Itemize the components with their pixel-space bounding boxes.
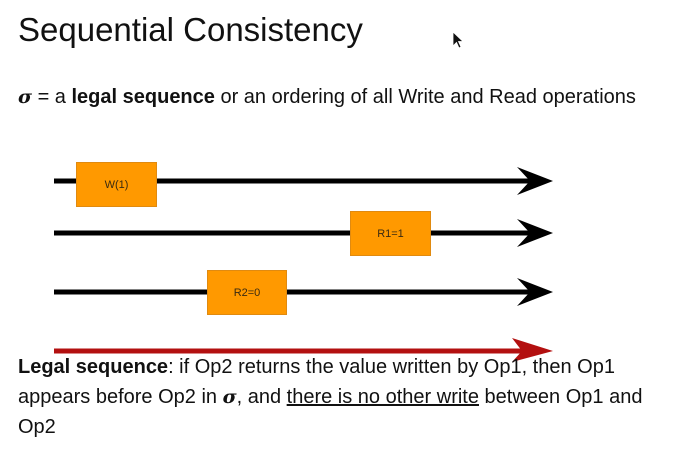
definition-underlined: there is no other write [286, 386, 479, 408]
op-box-read-1: R1=1 [350, 211, 431, 256]
timeline-2 [54, 219, 553, 247]
timeline-3-arrowhead [517, 278, 553, 306]
slide-title: Sequential Consistency [18, 11, 363, 48]
intro-bold: legal sequence [71, 86, 215, 108]
op-box-read-2: R2=0 [207, 270, 287, 315]
timeline-3 [54, 278, 553, 306]
op-box-write: W(1) [76, 162, 157, 207]
definition-bold: Legal sequence [18, 356, 169, 378]
sigma-symbol: σ [222, 386, 237, 408]
intro-text-b: or an ordering of all Write and Read ope… [214, 86, 636, 108]
definition-text-b: , and [236, 386, 287, 408]
timeline-2-arrowhead [517, 219, 553, 247]
definition-text: Legal sequence: if Op2 returns the value… [18, 352, 673, 442]
definition-text-a: : if Op2 returns the value written by Op… [18, 356, 615, 408]
sigma-symbol: σ [18, 86, 33, 108]
legal-sequence-arrow [54, 338, 553, 362]
intro-text: σ = a legal sequence or an ordering of a… [18, 82, 658, 112]
timeline-1-arrowhead [517, 167, 553, 195]
intro-text-a: = a [32, 86, 72, 108]
mouse-cursor-icon [452, 31, 465, 49]
legal-sequence-arrowhead [512, 338, 553, 362]
definition-text-c: between Op1 and Op2 [18, 386, 643, 438]
